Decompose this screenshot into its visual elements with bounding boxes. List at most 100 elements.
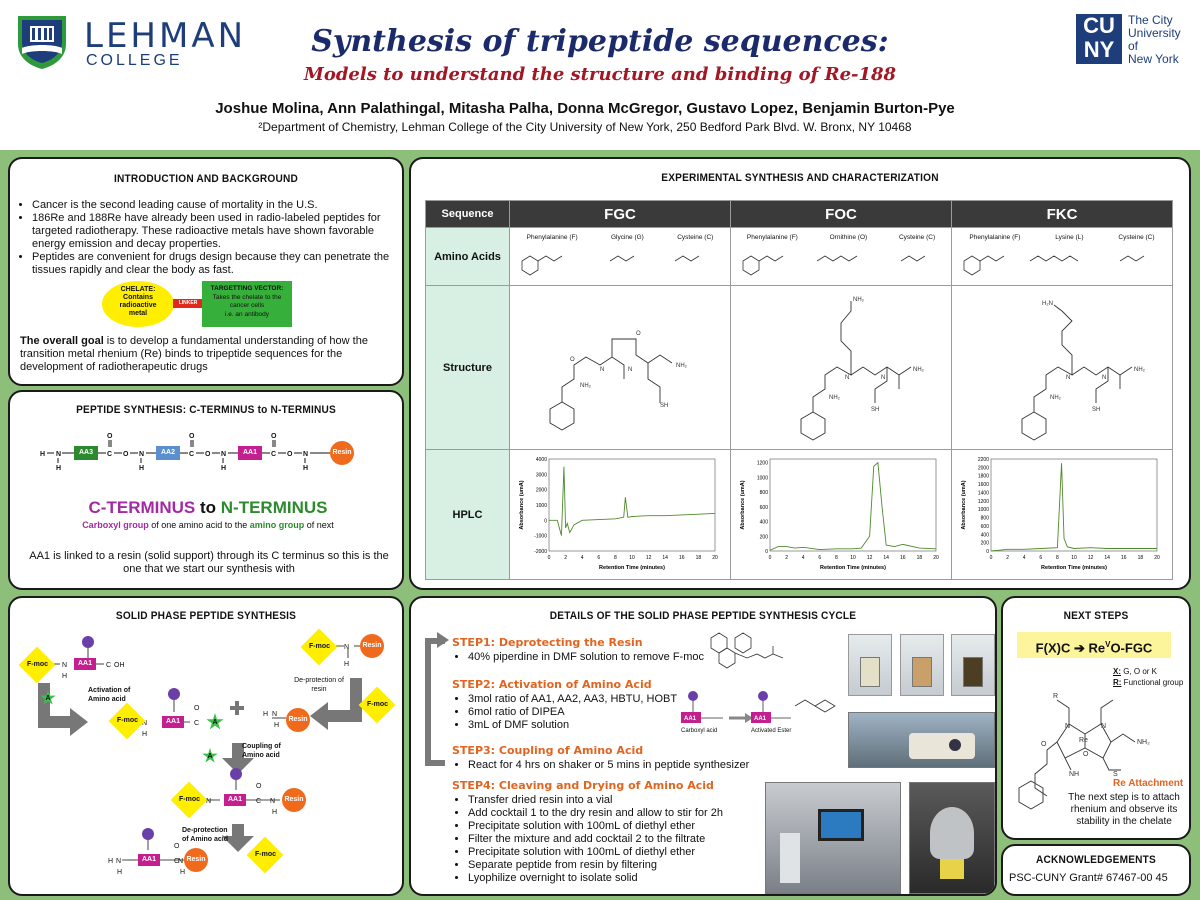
plot-frame xyxy=(548,458,716,552)
y-tick-label: 0 xyxy=(765,549,768,555)
peptide-text: AA1 is linked to a resin (solid support)… xyxy=(29,550,389,575)
svg-text:N: N xyxy=(1066,375,1070,381)
x-tick-label: 18 xyxy=(1138,555,1144,561)
terminus-heading: C-TERMINUS to N-TERMINUS xyxy=(10,498,402,518)
svg-text:AA1: AA1 xyxy=(754,716,767,722)
y-tick-label: 2000 xyxy=(978,465,989,471)
x-key: X: xyxy=(1113,667,1121,676)
step-bullet: 3mol ratio of AA1, AA2, AA3, HBTU, HOBT xyxy=(468,693,677,706)
aa1-chip: AA1 xyxy=(74,658,96,670)
svg-text:C: C xyxy=(256,798,261,805)
coupling-label: Coupling of Amino acid xyxy=(242,743,281,759)
svg-text:H: H xyxy=(139,465,144,472)
ester-label: Activated Ester xyxy=(751,728,792,734)
y-tick-label: 1600 xyxy=(978,482,989,488)
svg-text:H: H xyxy=(108,858,113,865)
step-bullet: Filter the mixture and add cocktail 2 to… xyxy=(468,833,723,846)
intro-bullets: Cancer is the second leading cause of mo… xyxy=(18,199,402,277)
x-tick-label: 16 xyxy=(1121,555,1127,561)
x-axis-label: Retention Time (minutes) xyxy=(1041,565,1107,571)
svg-text:O: O xyxy=(107,433,113,440)
aa-cell: Phenylalanine (F)Glycine (G)Cysteine (C) xyxy=(509,227,731,286)
cuny-name-line: University xyxy=(1128,26,1181,40)
x-tick-label: 20 xyxy=(933,555,939,561)
resin-circle: Resin xyxy=(184,848,208,872)
resin-circle: Resin xyxy=(286,708,310,732)
svg-text:O: O xyxy=(194,705,200,712)
experimental-table: Sequence FGC FOC FKC Amino Acids Phenyla… xyxy=(425,200,1173,580)
svg-text:N: N xyxy=(62,662,67,669)
intro-bullet: 186Re and 188Re have already been used i… xyxy=(32,212,402,251)
svg-text:H: H xyxy=(221,465,226,472)
authors: Joshue Molina, Ann Palathingal, Mitasha … xyxy=(215,100,955,117)
y-tick-label: 800 xyxy=(981,516,990,522)
r-val: Functional group xyxy=(1121,678,1184,687)
linker-bar: LINKER xyxy=(173,299,203,308)
x-tick-label: 4 xyxy=(581,555,584,561)
ack-panel: ACKNOWLEDGEMENTS PSC-CUNY Grant# 67467-0… xyxy=(1001,844,1191,896)
x-tick-label: 8 xyxy=(1056,555,1059,561)
aa1-chip: AA1 xyxy=(138,854,160,866)
y-tick-label: 1200 xyxy=(757,461,768,467)
cuny-logo: CU NY xyxy=(1076,14,1122,64)
svg-text:O: O xyxy=(287,451,293,458)
row-hplc: HPLC xyxy=(425,449,510,580)
svg-text:O: O xyxy=(1041,741,1047,748)
resin-label: Resin xyxy=(288,716,308,723)
svg-text:N: N xyxy=(881,375,885,381)
x-tick-label: 12 xyxy=(646,555,652,561)
step-bullet: React for 4 hrs on shaker or 5 mins in p… xyxy=(468,759,749,772)
x-tick-label: 2 xyxy=(564,555,567,561)
aa-label: Cysteine (C) xyxy=(898,233,936,241)
y-tick-label: 200 xyxy=(760,534,769,540)
aa1-chip: AA1 xyxy=(162,716,184,728)
x-tick-label: 18 xyxy=(696,555,702,561)
re-attachment-text: The next step is to attach rhenium and o… xyxy=(1068,792,1180,827)
x-tick-label: 0 xyxy=(548,555,551,561)
step-bullet: 6mol ratio of DIPEA xyxy=(468,706,677,719)
svg-text:N: N xyxy=(1102,375,1106,381)
svg-text:N: N xyxy=(221,451,226,458)
step1-title: STEP1: Deprotecting the Resin xyxy=(452,636,643,649)
chelate-line: radioactive xyxy=(119,302,157,309)
step-bullet: Separate peptide from resin by filtering xyxy=(468,859,723,872)
svg-text:H: H xyxy=(263,711,268,718)
cycle-bracket xyxy=(425,638,445,766)
lehman-sub: COLLEGE xyxy=(86,52,183,69)
lehman-name: LEHMAN xyxy=(84,16,247,56)
step-bullet: 3mL of DMF solution xyxy=(468,719,677,732)
svg-text:NH₂: NH₂ xyxy=(1134,367,1146,373)
aa-label: Glycine (G) xyxy=(610,233,644,241)
poster-subtitle: Models to understand the structure and b… xyxy=(303,64,897,85)
col-sequence: Sequence xyxy=(425,200,510,228)
c-terminus: C-TERMINUS xyxy=(88,498,196,517)
step-bullet: Lyophilize overnight to isolate solid xyxy=(468,872,723,885)
plot-frame xyxy=(990,458,1158,552)
cuny-name-line: of xyxy=(1128,39,1139,53)
svg-text:N: N xyxy=(139,451,144,458)
y-tick-label: 0 xyxy=(986,549,989,555)
svg-text:H: H xyxy=(40,451,45,458)
y-tick-label: -2000 xyxy=(534,549,547,555)
svg-text:N: N xyxy=(272,711,277,718)
svg-text:N: N xyxy=(303,451,308,458)
svg-text:NH₂: NH₂ xyxy=(1050,395,1062,401)
svg-text:N: N xyxy=(142,720,147,727)
x-tick-label: 2 xyxy=(1006,555,1009,561)
svg-text:NH₂: NH₂ xyxy=(853,297,865,303)
amino-acid-structures xyxy=(963,255,1145,275)
hplc-trace xyxy=(769,461,937,551)
sub-text: of next xyxy=(304,520,334,530)
spps-title: SOLID PHASE PEPTIDE SYNTHESIS xyxy=(115,610,297,622)
formula-box: F(X)C ➔ ReVO-FGC xyxy=(1017,632,1171,658)
affiliation: ²Department of Chemistry, Lehman College… xyxy=(258,120,912,134)
svg-text:O: O xyxy=(570,357,575,363)
